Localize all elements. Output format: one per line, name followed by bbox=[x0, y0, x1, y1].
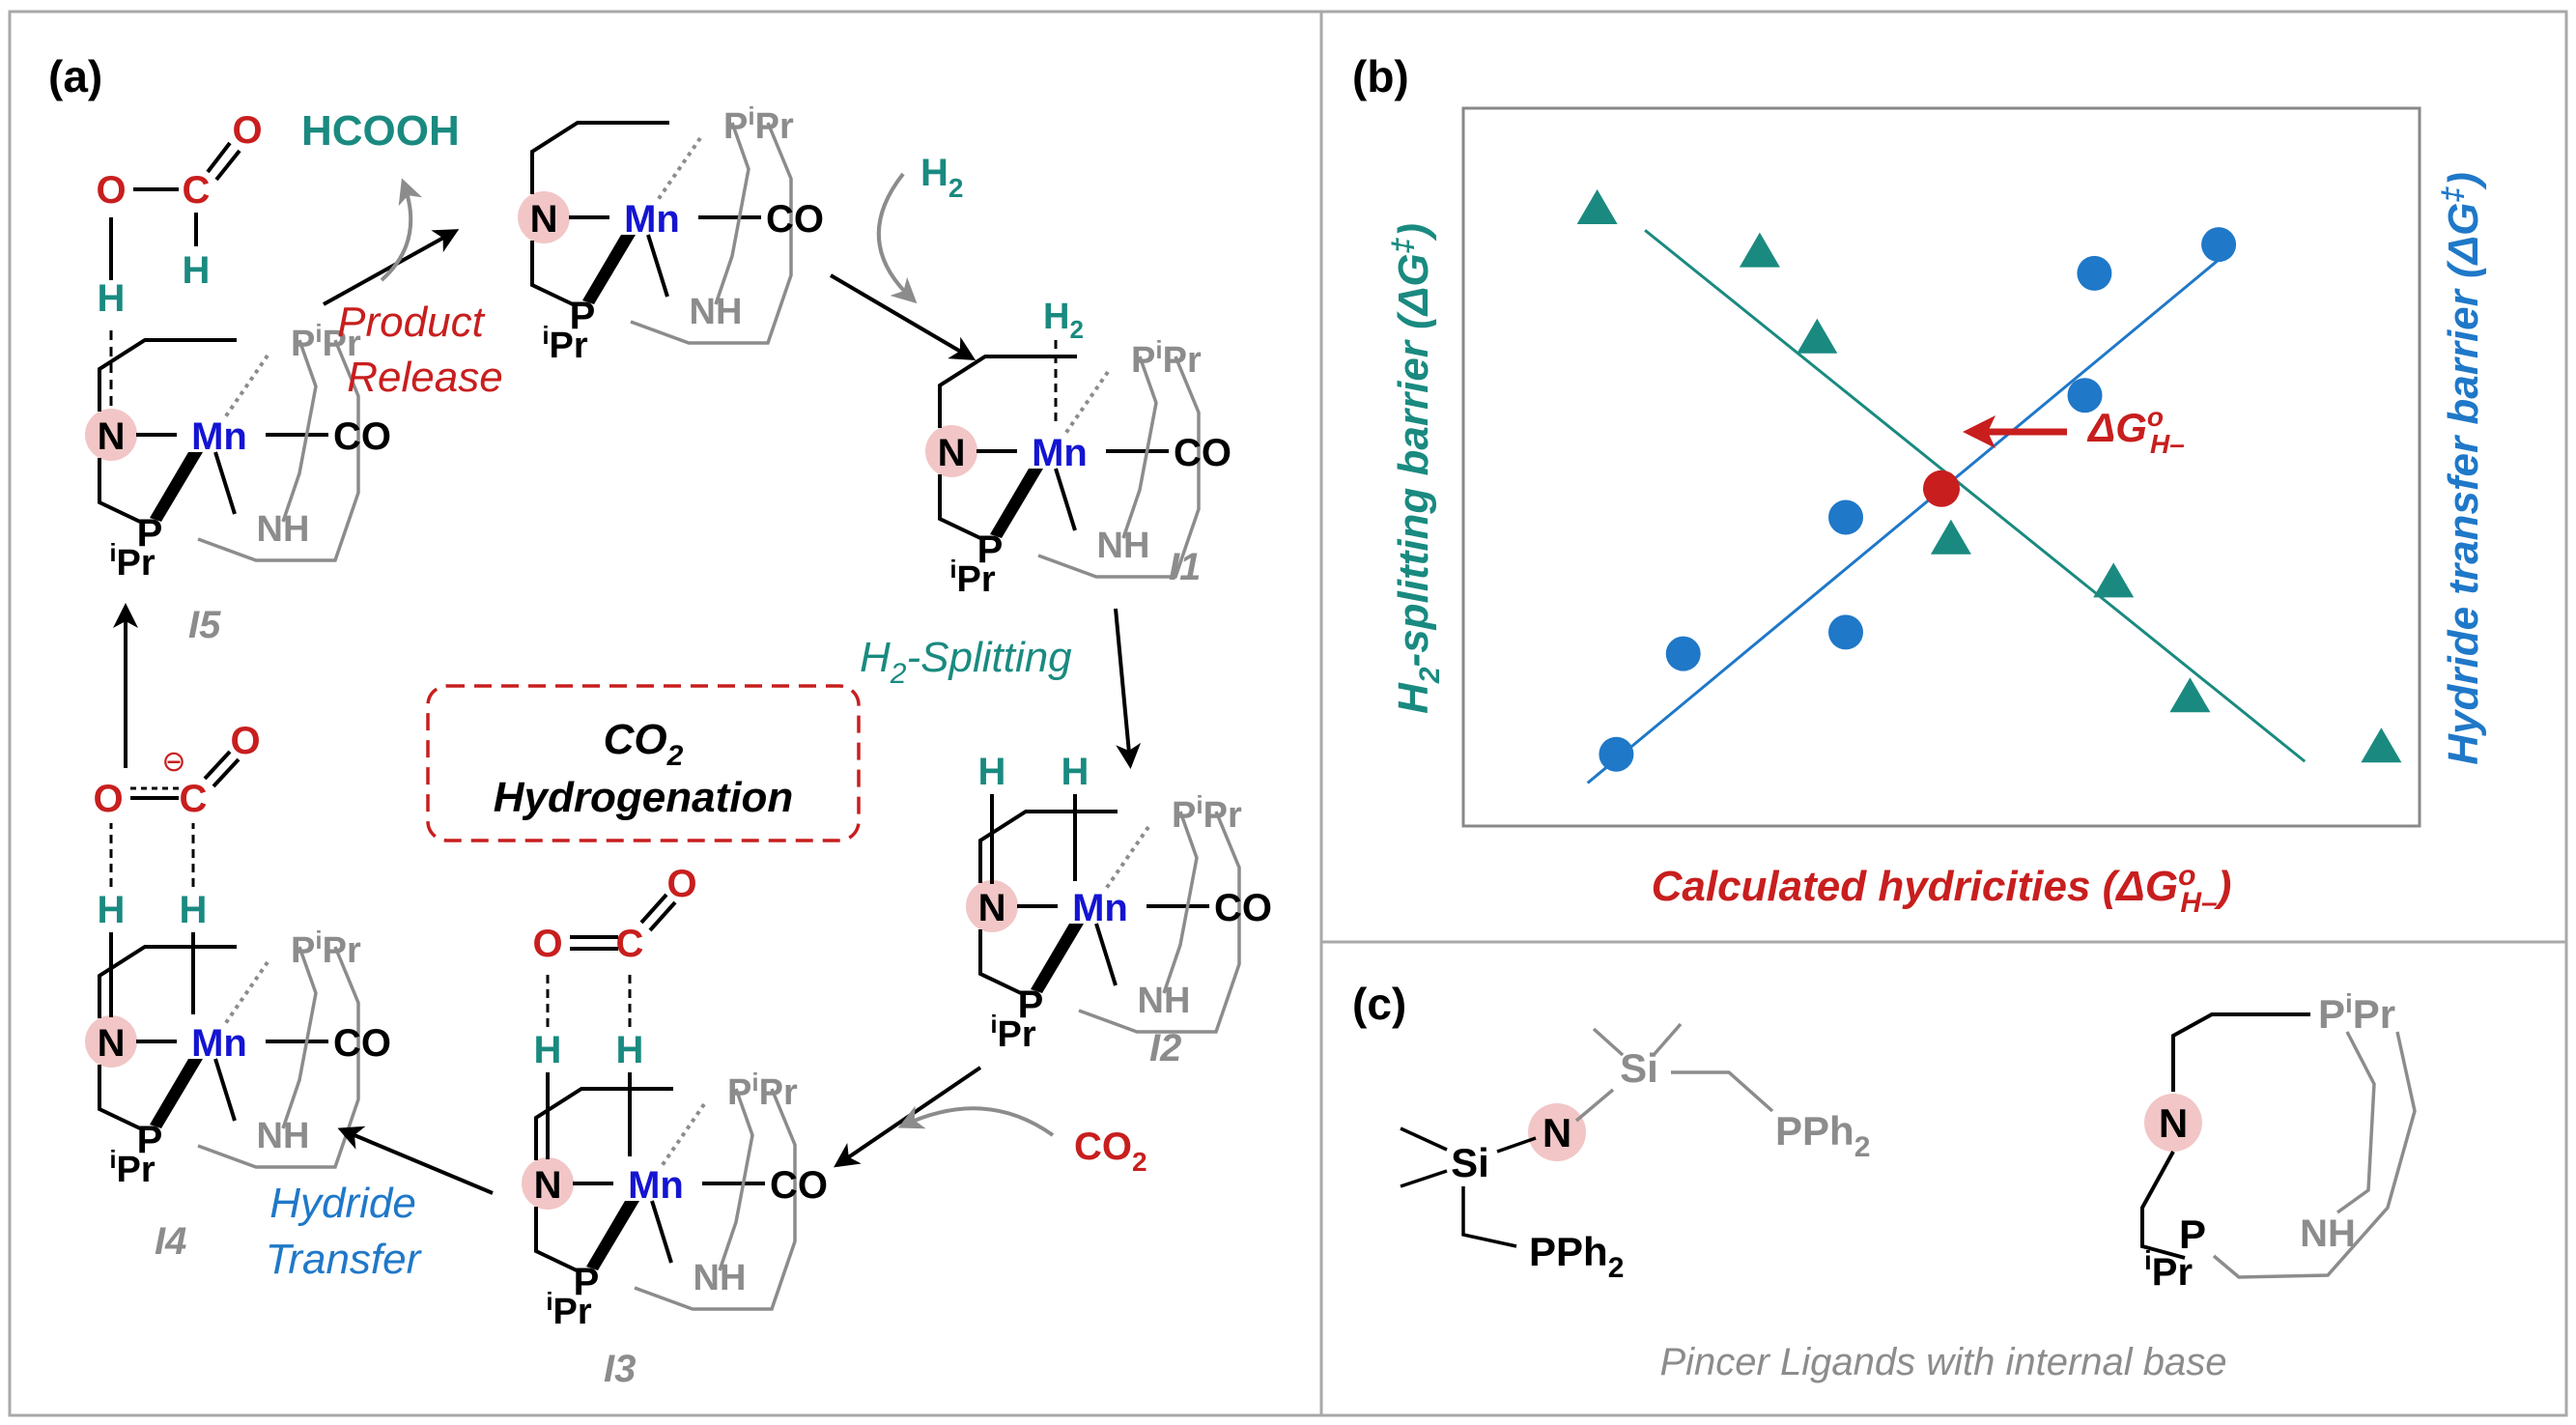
svg-text:P: P bbox=[2179, 1211, 2206, 1257]
svg-text:O: O bbox=[666, 863, 696, 905]
y-axis-label-left: H2-splitting barrier (ΔG‡) bbox=[1387, 223, 1446, 714]
data-point-triangle-2 bbox=[1739, 232, 1780, 268]
panel-c-label: (c) bbox=[1352, 979, 1406, 1029]
svg-text:N: N bbox=[1543, 1110, 1571, 1155]
svg-text:H: H bbox=[616, 1029, 644, 1071]
svg-text:H: H bbox=[180, 889, 208, 931]
svg-text:H: H bbox=[1062, 751, 1090, 793]
svg-text:NH: NH bbox=[2300, 1212, 2356, 1255]
trend-line-triangle bbox=[1644, 229, 2307, 763]
svg-text:H: H bbox=[98, 277, 126, 320]
plot-area bbox=[1461, 106, 2421, 828]
svg-text:N: N bbox=[2159, 1100, 2188, 1146]
svg-text:⊖: ⊖ bbox=[161, 746, 185, 778]
step-product-release: Product bbox=[337, 299, 485, 346]
center-title-box bbox=[426, 684, 861, 842]
h2-uptake-arrow bbox=[876, 172, 918, 304]
svg-text:H2: H2 bbox=[1043, 297, 1084, 344]
svg-text:H: H bbox=[978, 751, 1006, 793]
svg-text:O: O bbox=[532, 923, 562, 965]
svg-text:O: O bbox=[96, 169, 126, 212]
chart-layer bbox=[1576, 189, 2402, 784]
svg-text:O: O bbox=[93, 778, 123, 820]
complex-i3 bbox=[520, 1066, 830, 1334]
center-title-line1: CO2 bbox=[604, 716, 684, 772]
panel-c-frame bbox=[1319, 940, 2568, 1417]
svg-text:Si: Si bbox=[1451, 1140, 1489, 1185]
svg-text:H: H bbox=[534, 1029, 562, 1071]
data-point-circle-7 bbox=[2201, 227, 2237, 263]
i5-formic-acid: H O C O H bbox=[96, 109, 263, 406]
svg-text:PiPr: PiPr bbox=[2318, 988, 2395, 1037]
i4-formate: H H O C O ⊖ bbox=[93, 720, 261, 1017]
label-i1: I1 bbox=[1169, 546, 1201, 588]
svg-text:iPr: iPr bbox=[2144, 1245, 2193, 1294]
step-h2-splitting: H2-Splitting bbox=[860, 634, 1072, 690]
complex-i4 bbox=[83, 924, 393, 1192]
data-point-triangle-4 bbox=[1930, 519, 1971, 555]
data-point-circle-4 bbox=[1828, 499, 1863, 535]
arrow-i3-to-i4 bbox=[337, 1126, 494, 1195]
trend-line-circle bbox=[1586, 250, 2229, 784]
complex-catalyst bbox=[516, 100, 826, 368]
data-point-triangle-1 bbox=[1576, 189, 1618, 225]
svg-text:O: O bbox=[230, 720, 260, 762]
hcooh-release-arrow bbox=[380, 178, 423, 282]
arrow-i1-to-i2 bbox=[1114, 608, 1142, 769]
complex-i2 bbox=[964, 788, 1274, 1057]
data-point-circle-6 bbox=[2077, 255, 2112, 291]
h2-reagent-label: H2 bbox=[920, 152, 963, 203]
label-i2: I2 bbox=[1149, 1027, 1181, 1069]
svg-text:PPh2: PPh2 bbox=[1775, 1108, 1870, 1163]
i1-h2: H2 bbox=[1043, 297, 1084, 425]
i3-co2: H H O C O bbox=[532, 863, 697, 1159]
co2-uptake-arrow bbox=[897, 1105, 1055, 1137]
hcooh-label: HCOOH bbox=[301, 107, 460, 155]
intermediate-labels: I1 I2 I3 I4 I5 bbox=[155, 546, 1201, 1390]
data-point-triangle-6 bbox=[2169, 677, 2211, 713]
label-i5: I5 bbox=[188, 604, 221, 646]
svg-text:C: C bbox=[183, 169, 211, 212]
ligand-macrocycle: N PiPr NH P iPr bbox=[2140, 988, 2417, 1294]
label-i4: I4 bbox=[155, 1220, 186, 1263]
panel-b-label: (b) bbox=[1352, 51, 1409, 101]
step-hydride-transfer-2: Transfer bbox=[266, 1236, 423, 1283]
y-axis-label-right: Hydride transfer barrier (ΔG‡) bbox=[2437, 172, 2487, 765]
data-point-circle-1 bbox=[1599, 736, 1634, 772]
ligand-sinpph2: Si N Si PPh2 PPh2 bbox=[1400, 1022, 1870, 1284]
svg-text:H: H bbox=[183, 249, 211, 292]
arrow-i5-to-catalyst bbox=[323, 229, 460, 306]
svg-text:C: C bbox=[616, 923, 644, 965]
data-point-triangle-5 bbox=[2093, 562, 2135, 598]
data-point-circle-5 bbox=[2067, 378, 2103, 413]
panel-c-caption: Pincer Ligands with internal base bbox=[1659, 1341, 2226, 1383]
step-hydride-transfer: Hydride bbox=[269, 1180, 416, 1227]
complex-i5 bbox=[83, 317, 393, 585]
data-point-triangle-7 bbox=[2361, 727, 2402, 763]
data-point-triangle-3 bbox=[1797, 318, 1838, 354]
label-i3: I3 bbox=[604, 1348, 636, 1390]
data-point-circle-3 bbox=[1828, 614, 1863, 650]
hydricity-intersection-point bbox=[1923, 470, 1960, 507]
panel-frames bbox=[8, 10, 2568, 1417]
svg-text:C: C bbox=[180, 778, 208, 820]
data-point-circle-2 bbox=[1665, 636, 1701, 671]
arrow-i2-to-i3 bbox=[834, 1066, 982, 1168]
panel-a-label: (a) bbox=[48, 51, 102, 101]
step-product-release-2: Release bbox=[347, 354, 502, 401]
svg-text:O: O bbox=[232, 109, 262, 152]
reagent-arrows bbox=[380, 172, 1055, 1137]
cycle-arrows bbox=[113, 229, 1142, 1195]
co2-reagent-label: CO2 bbox=[1074, 1126, 1147, 1177]
center-title-line2: Hydrogenation bbox=[494, 774, 793, 821]
i2-hydrides: H H bbox=[978, 751, 1090, 884]
svg-text:Si: Si bbox=[1620, 1045, 1658, 1091]
svg-text:PPh2: PPh2 bbox=[1529, 1229, 1624, 1284]
arrow-catalyst-to-i1 bbox=[829, 273, 977, 361]
svg-text:H: H bbox=[98, 889, 126, 931]
